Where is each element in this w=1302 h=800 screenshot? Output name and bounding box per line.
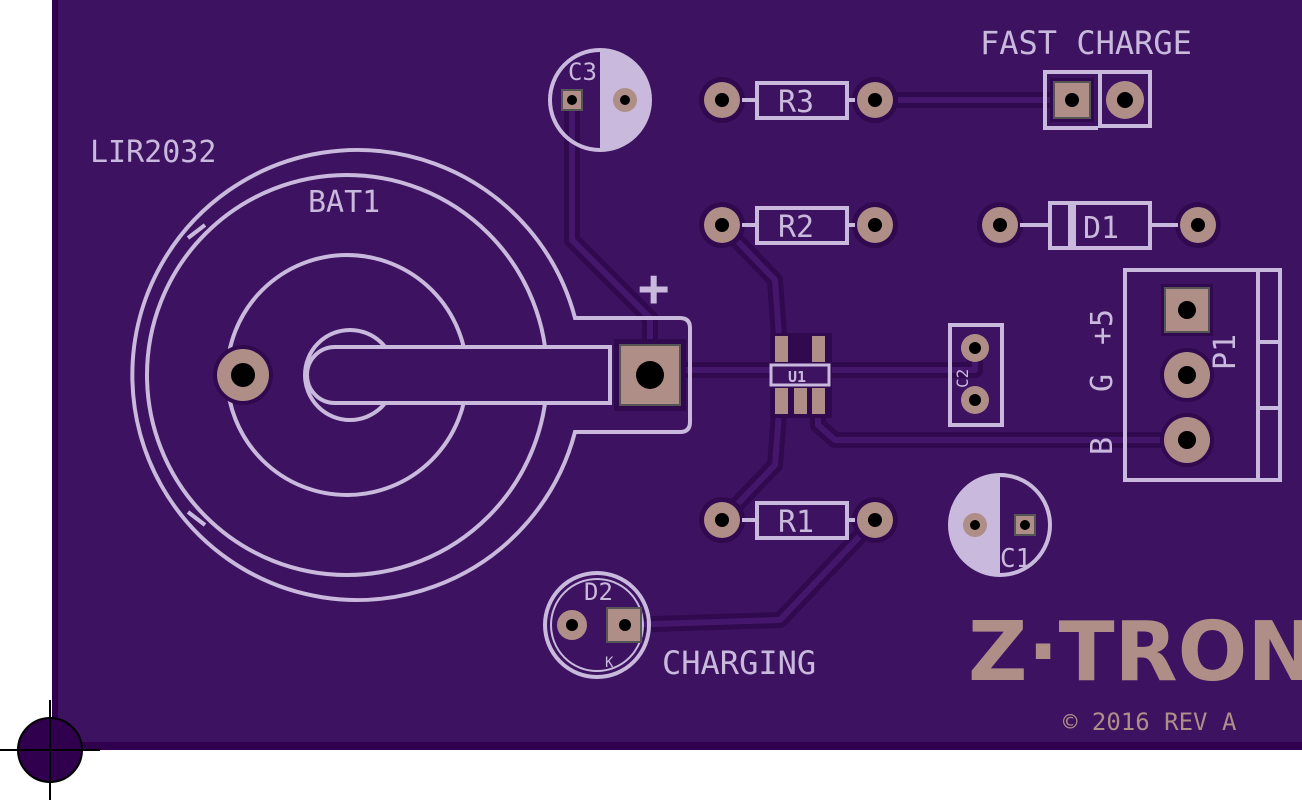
charging-label: CHARGING (662, 644, 816, 682)
battery-type-label: LIR2032 (90, 135, 216, 170)
ztron-logo: Z·TRON © 2016 REV A (968, 605, 1302, 736)
pin-b-label: B (1085, 437, 1120, 455)
origin-crosshair-icon (0, 700, 100, 800)
capacitor-c1: C1 (948, 473, 1052, 577)
c1-label: C1 (1000, 544, 1031, 574)
battery-holder-bat1: LIR2032 BAT1 + (90, 135, 692, 602)
k-label: K (605, 655, 614, 671)
plus-label: + (638, 259, 669, 319)
fast-charge-jumper: FAST CHARGE (980, 24, 1192, 130)
d1-label: D1 (1083, 211, 1119, 246)
c3-label: C3 (568, 58, 597, 86)
connector-p1: +5 G B P1 (1085, 268, 1282, 482)
d2-label: D2 (584, 578, 613, 606)
ic-u1: U1 (769, 333, 832, 418)
pin-g-label: G (1085, 374, 1120, 392)
copyright-label: © 2016 REV A (1063, 708, 1237, 736)
p1-label: P1 (1208, 334, 1243, 370)
pin-plus5-label: +5 (1085, 309, 1120, 345)
resistor-r3: R3 (699, 77, 898, 123)
logo-text: Z·TRON (968, 605, 1302, 700)
battery-ref-label: BAT1 (308, 185, 380, 220)
fast-charge-label: FAST CHARGE (980, 24, 1192, 62)
led-d2: D2 K CHARGING (543, 571, 816, 682)
capacitor-c3: C3 (548, 48, 652, 152)
diode-d1: D1 (977, 201, 1221, 250)
resistor-r1: R1 (699, 497, 898, 543)
r1-label: R1 (778, 505, 814, 540)
r3-label: R3 (778, 85, 814, 120)
u1-label: U1 (788, 368, 806, 386)
resistor-r2: R2 (699, 202, 898, 248)
capacitor-c2: C2 (948, 323, 1004, 427)
r2-label: R2 (778, 210, 814, 245)
c2-label: C2 (953, 369, 972, 388)
